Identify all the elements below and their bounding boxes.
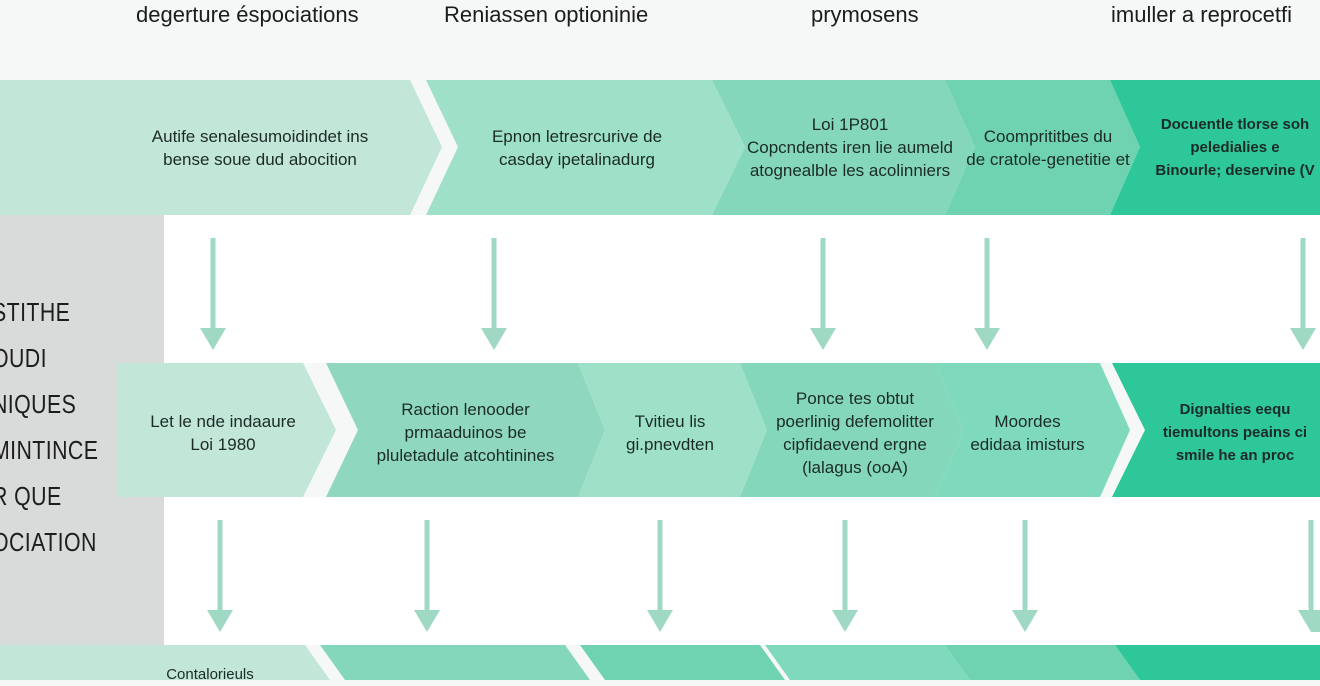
sidebar-label-2: OUDI	[0, 343, 47, 373]
row2-cell-4-line-1: Ponce tes obtut	[795, 388, 915, 408]
row2-cell-6-line-1: Dignalties eequ	[1179, 401, 1291, 418]
row2-chevron-5	[935, 363, 1130, 497]
row2-cell-5-line-2: edidaa imisturs	[970, 434, 1085, 454]
row-gap-band-1	[0, 215, 1320, 363]
column-header-3: prymosens	[811, 2, 919, 27]
sidebar-label-3: NIQUES	[0, 389, 77, 419]
sidebar-label-1: STITHE	[0, 297, 71, 327]
column-header-1: degerture éspociations	[136, 2, 359, 27]
row1-cell-3-text: Loi 1P801 Copcndents iren lie aumeld ato…	[735, 100, 965, 195]
row1-cell-4-text: Coomprititbes du de cratole-genetitie et	[958, 110, 1138, 185]
row2-cell-5-line-1: Moordes	[994, 411, 1061, 431]
sidebar-label-6: OCIATION	[0, 527, 97, 557]
row3-chevron-1	[0, 645, 330, 680]
row1-chevron-5	[1110, 80, 1320, 215]
row1-cell-5-text: Docuentle tlorse soh peledialies e Binou…	[1150, 100, 1320, 195]
row1-cell-2-line-2: casday ipetalinadurg	[499, 149, 655, 169]
row2-cell-3-line-2: gi.pnevdten	[626, 434, 714, 454]
row3-chevron-5	[945, 645, 1140, 680]
row2-cell-3-line-1: Tvitieu lis	[634, 411, 706, 431]
row2-cell-2-line-2: prmaaduinos be	[404, 423, 527, 442]
column-header-2: Reniassen optioninie	[444, 2, 649, 27]
row2-chevron-6	[1112, 363, 1320, 497]
row1-chevron-4	[945, 80, 1140, 215]
row1-cell-3-line-2: Copcndents iren lie aumeld	[746, 138, 953, 157]
row2-cell-5-text: Moordes edidaa imisturs	[955, 395, 1100, 470]
row1-cell-4-line-1: Coomprititbes du	[983, 126, 1113, 146]
row1-cell-3-line-1: Loi 1P801	[811, 115, 889, 134]
row2-cell-4-text: Ponce tes obtut poerlinig defemolitter c…	[755, 380, 955, 485]
row3-cell-1-line-1: Contalorieuls	[166, 665, 254, 683]
row1-chevron-2	[426, 80, 745, 215]
row3-cell-1-text: Contalorieuls	[120, 663, 300, 685]
row1-cell-2-text: Epnon letresrcurive de casday ipetalinad…	[462, 110, 692, 185]
column-header-4: imuller a reprocetfi	[1111, 2, 1292, 27]
row2-cell-4-line-2: poerlinig defemolitter	[776, 411, 934, 431]
sidebar-label-4: MINTINCE	[0, 435, 99, 465]
row1-cell-5-line-3: Binourle; deservine (V	[1155, 162, 1315, 179]
row1-chevron-1	[0, 80, 442, 215]
row1-cell-5-line-2: peledialies e	[1190, 139, 1280, 156]
row2-cell-2-line-1: Raction lenooder	[401, 400, 530, 419]
row3-chevron-6	[1115, 645, 1320, 680]
row1-cell-4-line-2: de cratole-genetitie et	[966, 149, 1130, 169]
row2-cell-1-text: Let le nde indaaure Loi 1980	[128, 395, 318, 470]
down-arrows-upper	[200, 238, 1316, 350]
down-arrows-lower	[207, 520, 1320, 632]
row2-cell-6-line-2: tiemultons peains ci	[1162, 424, 1308, 441]
row2-cell-3-text: Tvitieu lis gi.pnevdten	[600, 395, 740, 470]
row1-cell-1-line-2: bense soue dud abocition	[163, 149, 357, 169]
row2-cell-1-line-2: Loi 1980	[190, 434, 256, 454]
row1-cell-3-line-3: atognealble les acolinniers	[749, 161, 951, 180]
row2-cell-4-line-3: cipfidaevend ergne	[783, 434, 927, 454]
row1-cell-5-line-1: Docuentle tlorse soh	[1160, 116, 1310, 133]
row1-cell-2-line-1: Epnon letresrcurive de	[491, 126, 663, 146]
row2-chevron-1	[118, 363, 336, 497]
row2-cell-6-line-3: smile he an proc	[1175, 447, 1295, 464]
row2-cell-1-line-1: Let le nde indaaure	[150, 411, 296, 431]
row2-chevron-2	[326, 363, 605, 497]
row2-chevron-3	[578, 363, 767, 497]
row1-cell-1-line-1: Autife senalesumoidindet ins	[151, 126, 369, 146]
row2-cell-4-line-4: (lalagus (ooA)	[802, 457, 908, 477]
sidebar-label-5: R QUE	[0, 481, 62, 511]
row2-cell-2-line-3: pluletadule atcohtinines	[376, 446, 555, 465]
row1-chevron-3	[712, 80, 975, 215]
row1-cell-1-text: Autife senalesumoidindet ins bense soue …	[110, 110, 410, 185]
row2-cell-6-text: Dignalties eequ tiemultons peains ci smi…	[1150, 385, 1320, 480]
row2-cell-2-text: Raction lenooder prmaaduinos be pluletad…	[358, 385, 573, 480]
row3-chevron-2	[320, 645, 590, 680]
row3-chevron-3	[580, 645, 785, 680]
row3-chevron-4	[765, 645, 970, 680]
row2-chevron-4	[740, 363, 963, 497]
